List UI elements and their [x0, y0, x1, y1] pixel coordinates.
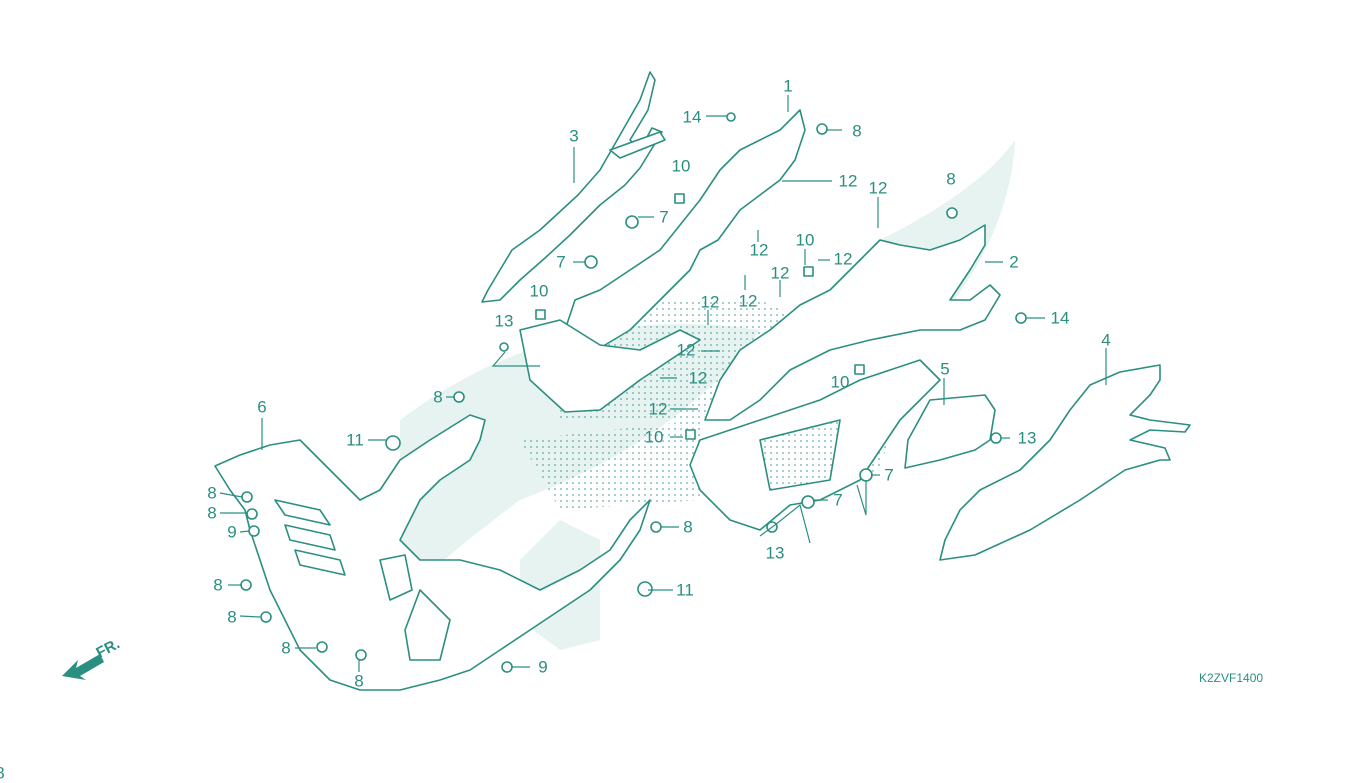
callout-8: 8: [433, 387, 443, 407]
callout-5: 5: [940, 359, 950, 379]
callout-13: 13: [765, 543, 785, 563]
diagram-code: K2ZVF1400: [1199, 671, 1264, 685]
callout-12: 12: [749, 240, 769, 260]
callout-7: 7: [833, 490, 843, 510]
callout-11: 11: [676, 580, 694, 600]
callout-1: 1: [783, 76, 793, 96]
callout-12: 12: [648, 399, 668, 419]
callout-8: 8: [207, 483, 217, 503]
callout-12: 12: [833, 249, 853, 269]
callout-8: 8: [946, 169, 956, 189]
callout-12: 12: [770, 263, 790, 283]
callout-12: 12: [738, 291, 758, 311]
callout-14: 14: [682, 107, 702, 127]
callout-3: 3: [569, 126, 579, 146]
callout-13: 13: [494, 311, 514, 331]
callout-10: 10: [529, 281, 549, 301]
callout-2: 2: [1009, 252, 1019, 272]
callout-13: 13: [1017, 428, 1037, 448]
part-2-frame: [704, 224, 1001, 421]
callout-11: 11: [346, 430, 364, 450]
callout-10: 10: [830, 372, 850, 392]
callout-7: 7: [884, 465, 894, 485]
part-6-front-cover: [214, 414, 651, 691]
leader-lines: [219, 95, 1107, 672]
callout-10: 10: [795, 230, 815, 250]
callout-12: 12: [868, 178, 888, 198]
callout-7: 7: [556, 252, 566, 272]
callout-6: 6: [257, 397, 267, 417]
callout-14: 14: [1050, 308, 1070, 328]
callout-9: 9: [227, 522, 237, 542]
callout-8: 8: [227, 607, 237, 627]
callout-12: 12: [688, 368, 708, 388]
callout-8: 8: [0, 765, 5, 782]
callout-8: 8: [852, 121, 862, 141]
callout-8: 8: [207, 503, 217, 523]
callout-12: 12: [676, 340, 696, 360]
callout-4: 4: [1101, 330, 1111, 350]
callout-10: 10: [644, 427, 664, 447]
front-direction-arrow: [62, 654, 104, 680]
callout-8: 8: [683, 517, 693, 537]
part-5-cover: [904, 394, 996, 469]
callout-8: 8: [213, 575, 223, 595]
callout-10: 10: [671, 156, 691, 176]
callout-8: 8: [354, 671, 364, 691]
callout-8: 8: [281, 638, 291, 658]
callout-7: 7: [659, 207, 669, 227]
part-4-cover: [939, 364, 1191, 561]
callout-9: 9: [538, 657, 548, 677]
callout-12: 12: [838, 171, 858, 191]
callout-12: 12: [700, 292, 720, 312]
